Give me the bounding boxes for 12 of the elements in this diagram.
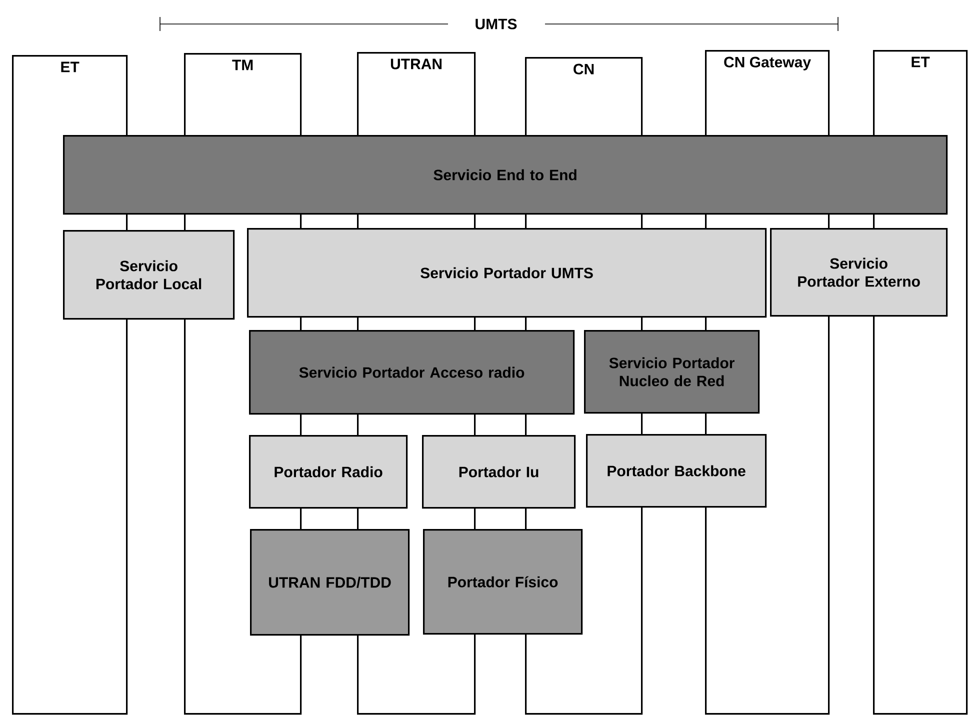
service-box: Portador Iu — [422, 435, 576, 509]
service-box: Servicio Portador Nucleo de Red — [584, 330, 760, 414]
service-box: UTRAN FDD/TDD — [250, 529, 410, 636]
service-box: Servicio Portador UMTS — [247, 228, 767, 318]
service-box: Servicio Portador Externo — [770, 228, 948, 317]
service-box: Portador Físico — [423, 529, 583, 635]
service-box: Portador Radio — [249, 435, 408, 509]
service-box: Servicio End to End — [63, 135, 948, 215]
service-box: Servicio Portador Acceso radio — [249, 330, 575, 415]
service-box: Portador Backbone — [586, 434, 767, 508]
service-box: Servicio Portador Local — [63, 230, 235, 320]
dimension-label: UMTS — [476, 18, 517, 30]
